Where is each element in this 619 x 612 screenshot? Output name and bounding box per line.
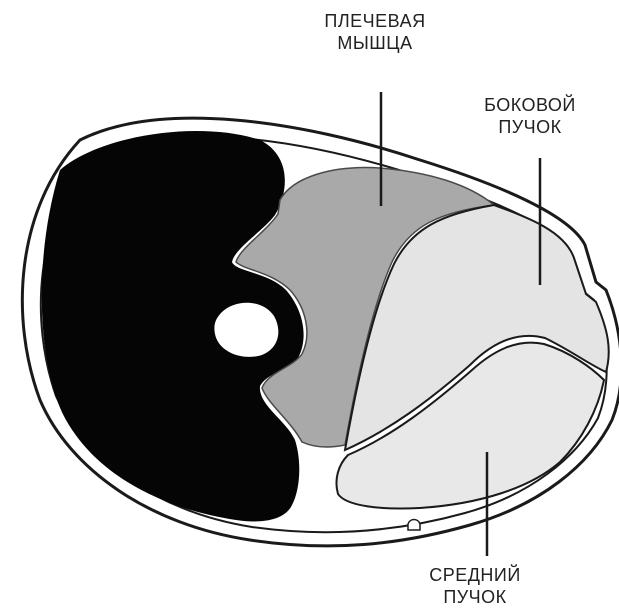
label-lateral-head-line1: БОКОВОЙ — [455, 94, 605, 116]
label-lateral-head-line2: ПУЧОК — [455, 116, 605, 138]
label-lateral-head: БОКОВОЙ ПУЧОК — [455, 94, 605, 138]
label-brachialis-line2: МЫШЦА — [300, 32, 450, 54]
label-brachialis-line1: ПЛЕЧЕВАЯ — [300, 10, 450, 32]
label-medial-head: СРЕДНИЙ ПУЧОК — [400, 564, 550, 608]
bottom-notch — [408, 520, 420, 531]
label-medial-head-line1: СРЕДНИЙ — [400, 564, 550, 586]
label-brachialis: ПЛЕЧЕВАЯ МЫШЦА — [300, 10, 450, 54]
label-medial-head-line2: ПУЧОК — [400, 586, 550, 608]
